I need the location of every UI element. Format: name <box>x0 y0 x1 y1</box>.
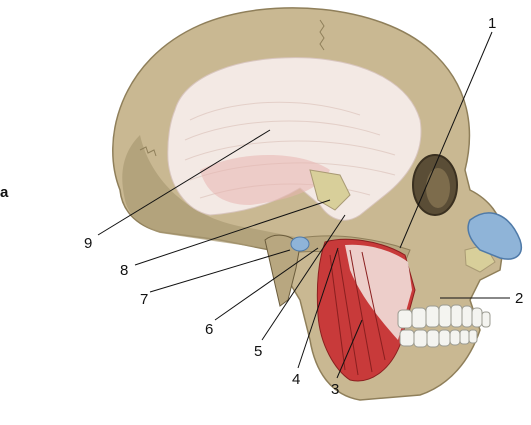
leader-line-5 <box>261 214 346 341</box>
leader-line-8 <box>134 199 331 266</box>
label-9: 9 <box>84 235 93 252</box>
leader-line-6 <box>214 247 319 321</box>
label-8: 8 <box>120 262 129 279</box>
label-6: 6 <box>205 321 214 338</box>
temporalis-tint <box>200 155 330 205</box>
leader-line-1 <box>399 31 493 249</box>
cranium-shadow <box>122 135 300 252</box>
leader-line-3 <box>336 319 363 379</box>
masseter-fascia <box>345 244 412 340</box>
leader-line-9 <box>97 129 271 236</box>
label-5: 5 <box>254 343 263 360</box>
masseter-fibers <box>329 249 386 376</box>
cranial-sutures <box>139 19 325 157</box>
panel-letter: a <box>0 184 9 201</box>
leader-line-4 <box>297 247 339 369</box>
label-4: 4 <box>292 371 301 388</box>
leader-lines <box>97 31 510 379</box>
fat-pad-1 <box>309 169 351 211</box>
label-2: 2 <box>515 290 524 307</box>
label-7: 7 <box>140 291 149 308</box>
ear-canal <box>290 236 310 252</box>
nasal-cartilage <box>467 212 522 260</box>
orbit-inner <box>426 168 450 208</box>
teeth <box>397 304 491 348</box>
label-1: 1 <box>488 15 497 32</box>
leader-line-7 <box>149 249 291 293</box>
label-3: 3 <box>331 381 340 398</box>
